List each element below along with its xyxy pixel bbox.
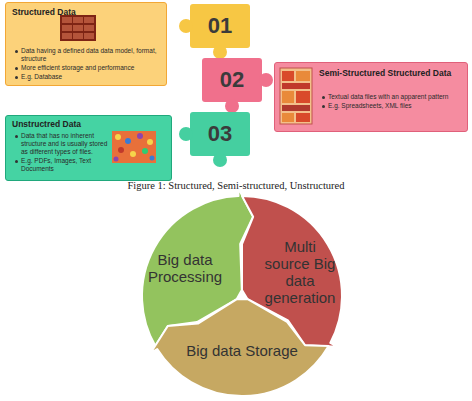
bullet-text: Data that has no inherent structure and … — [14, 132, 114, 156]
bullet-text: Textual data files with an apparent patt… — [321, 93, 463, 101]
piece-knob — [179, 127, 193, 141]
piece-knob — [259, 73, 273, 87]
segment-label: Multi source Big data generation — [260, 238, 340, 306]
figure-caption: Figure 1: Structured, Semi-structured, U… — [0, 180, 472, 191]
bullet-text: E.g. PDFs, Images, Text Documents — [14, 157, 114, 173]
piece-knob — [213, 153, 227, 167]
segment-shape — [122, 176, 362, 401]
puzzle-piece: 03 — [180, 108, 260, 168]
piece-body — [190, 112, 250, 156]
piece-number: 01 — [190, 13, 250, 39]
segment-arrow — [150, 299, 328, 396]
piece-knob — [213, 45, 227, 59]
puzzle-piece: 01 — [180, 0, 260, 60]
bullet-text: Data having a defined data data model, f… — [14, 47, 164, 63]
piece-body — [202, 58, 262, 102]
info-box: Unstructred DataData that has no inheren… — [5, 115, 172, 181]
grid-icon — [60, 15, 96, 41]
bullet-text: More efficient storage and performance — [14, 64, 164, 72]
piece-number: 03 — [190, 121, 250, 147]
segment-label: Big data Processing — [145, 251, 225, 285]
info-box: Semi-Structured Structured DataTextual d… — [274, 62, 468, 132]
bullet-list: Textual data files with an apparent patt… — [321, 93, 463, 111]
puzzle-piece: 02 — [192, 54, 272, 114]
box-heading: Structured Data — [12, 7, 112, 17]
piece-knob — [225, 99, 239, 113]
spreadsheet-icon — [280, 68, 312, 124]
box-heading: Semi-Structured Structured Data — [319, 68, 459, 78]
bullet-text: E.g. Spreadsheets, XML files — [321, 102, 463, 110]
piece-body — [190, 4, 250, 48]
files-icon — [112, 131, 156, 163]
box-heading: Unstructred Data — [12, 119, 152, 129]
bullet-list: Data that has no inherent structure and … — [14, 132, 114, 174]
piece-knob — [179, 19, 193, 33]
cycle-segment: Big data Storage — [122, 176, 362, 401]
info-box: Structured DataData having a defined dat… — [5, 2, 167, 86]
piece-number: 02 — [202, 67, 262, 93]
bullet-text: E.g. Database — [14, 73, 164, 81]
segment-label: Big data Storage — [172, 342, 312, 359]
bullet-list: Data having a defined data data model, f… — [14, 47, 164, 82]
